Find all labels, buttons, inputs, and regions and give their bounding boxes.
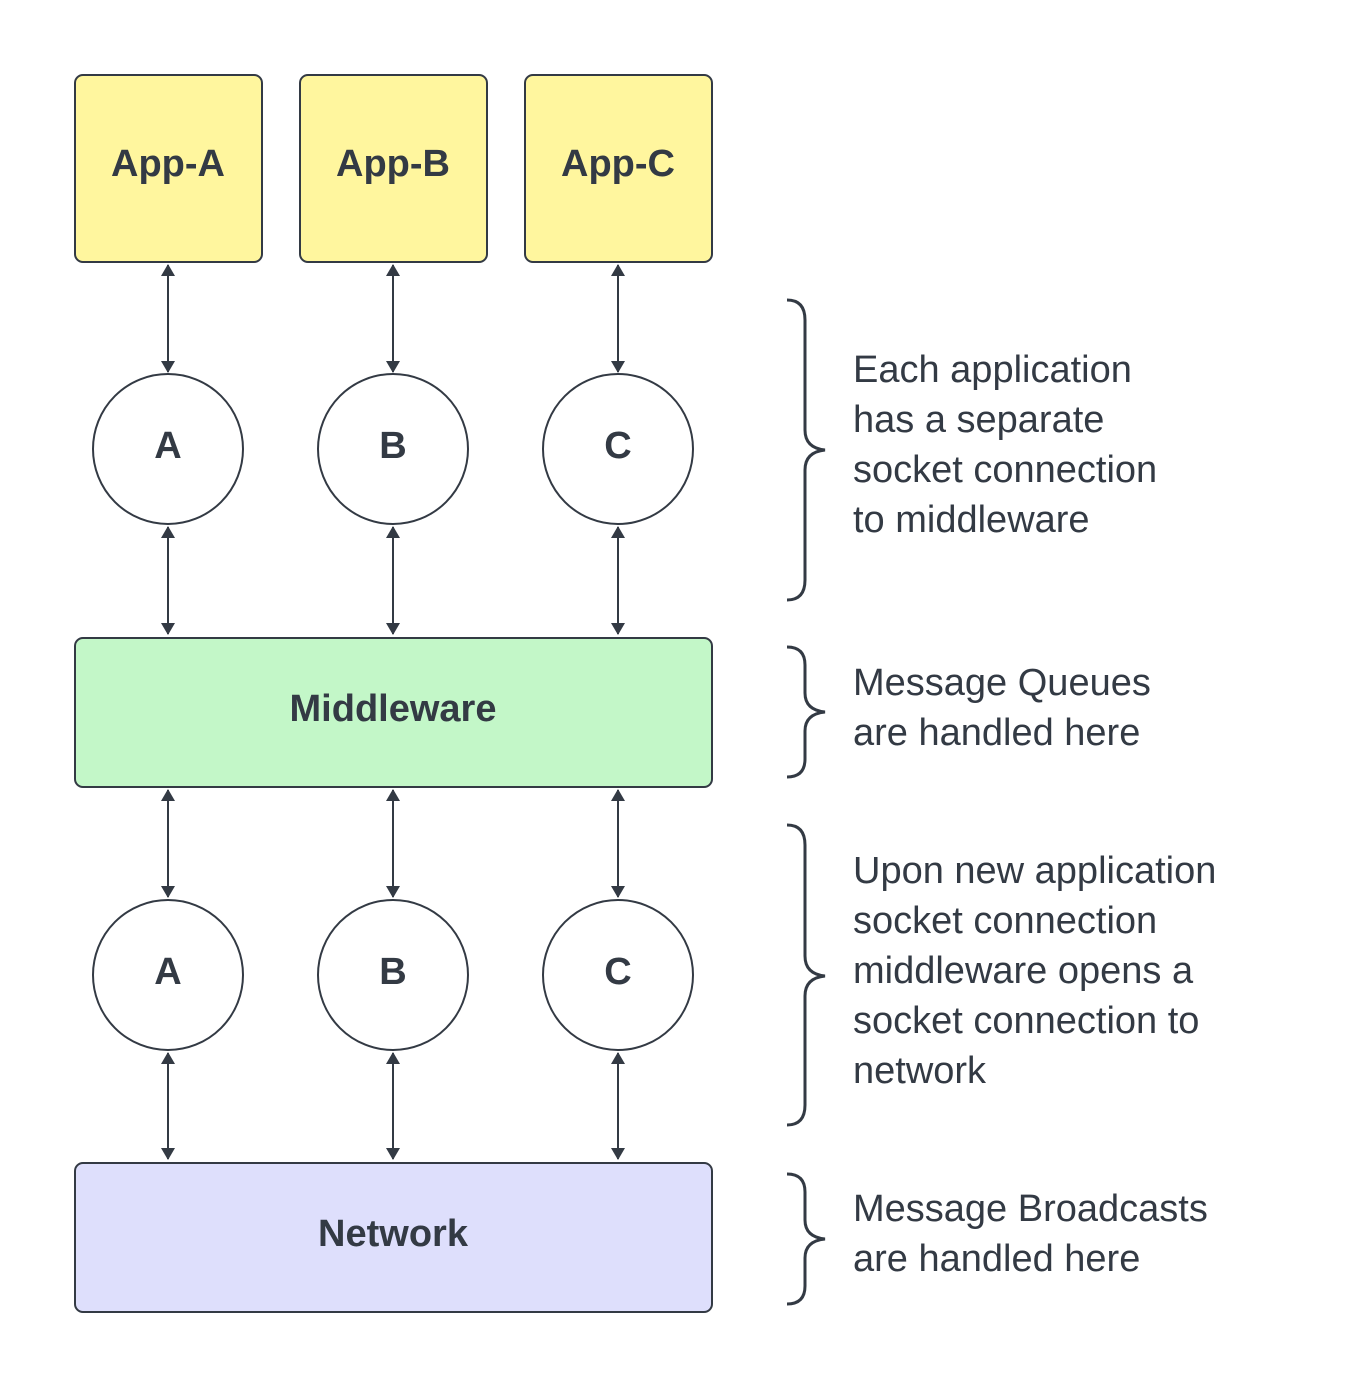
network-label: Network — [318, 1213, 469, 1255]
annotation-line: Message Broadcasts — [853, 1188, 1208, 1230]
lower-socket-b-label: B — [379, 951, 406, 993]
brace-socket-layer — [786, 298, 826, 602]
lower-socket-c: C — [542, 899, 694, 1051]
brace-middleware-layer — [786, 645, 826, 779]
brace-network-layer — [786, 1172, 826, 1306]
annotation-line: are handled here — [853, 1238, 1140, 1280]
annotation-network-layer: Message Broadcasts are handled here — [853, 1188, 1208, 1280]
annotation-line: Each application — [853, 349, 1132, 391]
network-box: Network — [74, 1162, 713, 1313]
lower-socket-b: B — [317, 899, 469, 1051]
app-c-label: App-C — [561, 143, 675, 185]
annotation-line: socket connection to — [853, 1000, 1199, 1042]
annotation-line: Upon new application — [853, 850, 1216, 892]
app-a-label: App-A — [111, 143, 225, 185]
app-box-c: App-C — [524, 74, 713, 263]
annotation-network-socket-layer: Upon new application socket connection m… — [853, 850, 1216, 1092]
annotation-line: socket connection — [853, 900, 1157, 942]
lower-socket-a-label: A — [154, 951, 181, 993]
brace-network-socket-layer — [786, 823, 826, 1127]
app-box-b: App-B — [299, 74, 488, 263]
annotation-socket-layer: Each application has a separate socket c… — [853, 349, 1157, 541]
app-b-label: App-B — [336, 143, 450, 185]
upper-socket-c-label: C — [604, 425, 631, 467]
middleware-label: Middleware — [290, 688, 497, 730]
lower-socket-c-label: C — [604, 951, 631, 993]
upper-socket-a-label: A — [154, 425, 181, 467]
annotation-line: are handled here — [853, 712, 1140, 754]
upper-socket-b: B — [317, 373, 469, 525]
annotation-middleware-layer: Message Queues are handled here — [853, 662, 1151, 754]
annotation-line: network — [853, 1050, 987, 1092]
upper-socket-b-label: B — [379, 425, 406, 467]
upper-socket-a: A — [92, 373, 244, 525]
middleware-box: Middleware — [74, 637, 713, 788]
annotation-line: socket connection — [853, 449, 1157, 491]
annotation-line: Message Queues — [853, 662, 1151, 704]
upper-socket-c: C — [542, 373, 694, 525]
app-box-a: App-A — [74, 74, 263, 263]
lower-socket-a: A — [92, 899, 244, 1051]
annotation-line: to middleware — [853, 499, 1090, 541]
annotation-line: middleware opens a — [853, 950, 1194, 992]
annotation-line: has a separate — [853, 399, 1104, 441]
